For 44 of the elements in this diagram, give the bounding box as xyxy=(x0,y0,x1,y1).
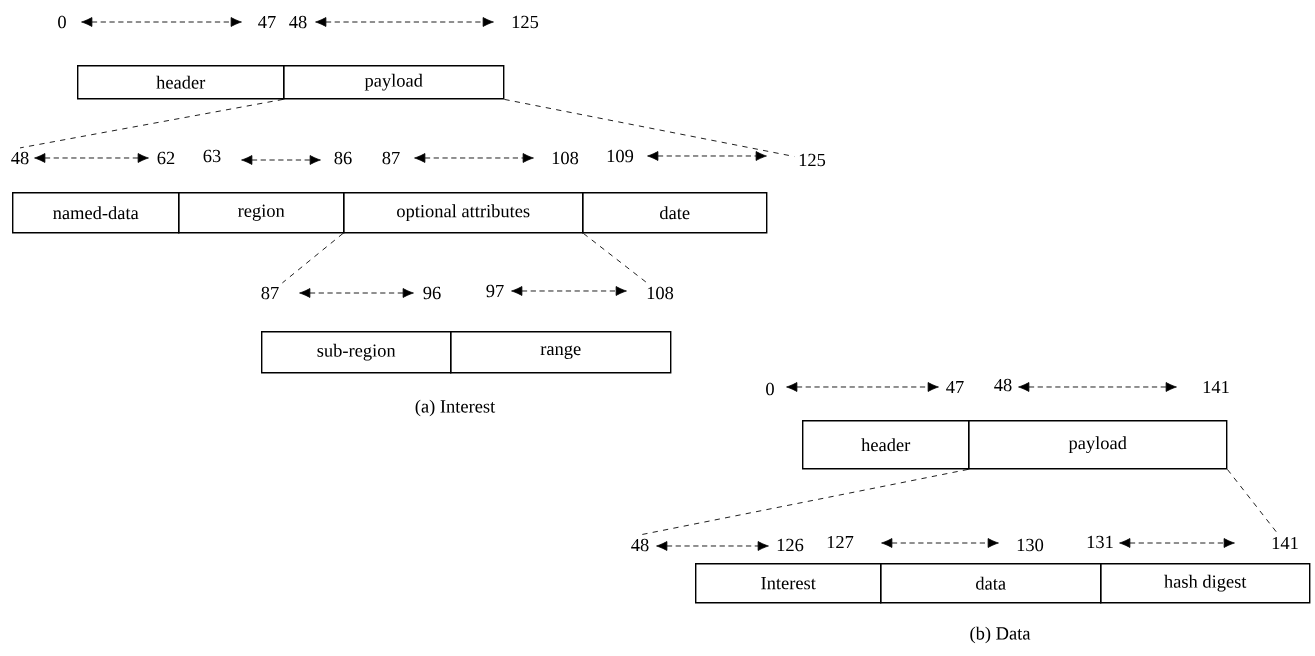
zoom-line xyxy=(1226,468,1278,534)
bit-offset: 48 xyxy=(994,378,1012,392)
field-box: sub-region xyxy=(261,331,452,374)
caption: (b) Data xyxy=(970,626,1031,644)
field-box: hash digest xyxy=(1100,563,1311,604)
field-box: optional attributes xyxy=(343,192,584,234)
caption: (a) Interest xyxy=(415,399,496,417)
field-box: range xyxy=(450,331,672,374)
bit-offset: 48 xyxy=(11,151,29,165)
field-box: header xyxy=(77,65,285,100)
bit-offset: 86 xyxy=(334,151,352,165)
zoom-line xyxy=(503,98,795,157)
bit-offset: 87 xyxy=(261,286,279,300)
field-box: Interest xyxy=(695,563,882,604)
bit-offset: 0 xyxy=(58,15,66,29)
bit-offset: 127 xyxy=(827,535,854,549)
bit-offset: 131 xyxy=(1087,535,1113,549)
bit-offset: 63 xyxy=(203,149,221,163)
bit-offset: 141 xyxy=(1272,536,1298,550)
bit-offset: 109 xyxy=(607,149,634,163)
bit-offset: 0 xyxy=(766,382,774,396)
field-box: header xyxy=(802,420,970,470)
bit-offset: 108 xyxy=(552,151,579,165)
bit-offset: 96 xyxy=(423,286,441,300)
zoom-line xyxy=(19,98,284,149)
bit-offset: 141 xyxy=(1203,380,1229,394)
bit-offset: 125 xyxy=(512,15,539,29)
bit-offset: 47 xyxy=(258,15,276,29)
field-box: payload xyxy=(283,65,505,100)
bit-offset: 48 xyxy=(631,538,649,552)
bit-offset: 97 xyxy=(486,284,504,298)
bit-offset: 62 xyxy=(157,151,175,165)
zoom-line xyxy=(281,232,344,284)
field-box: region xyxy=(178,192,345,234)
bit-offset: 108 xyxy=(647,286,674,300)
bit-offset: 125 xyxy=(799,153,826,167)
field-box: payload xyxy=(968,420,1228,470)
zoom-line xyxy=(582,232,648,284)
field-box: date xyxy=(582,192,768,234)
field-box: data xyxy=(880,563,1102,604)
bit-offset: 47 xyxy=(946,380,964,394)
field-box: named-data xyxy=(12,192,180,234)
bit-offset: 48 xyxy=(289,15,307,29)
bit-offset: 87 xyxy=(382,151,400,165)
